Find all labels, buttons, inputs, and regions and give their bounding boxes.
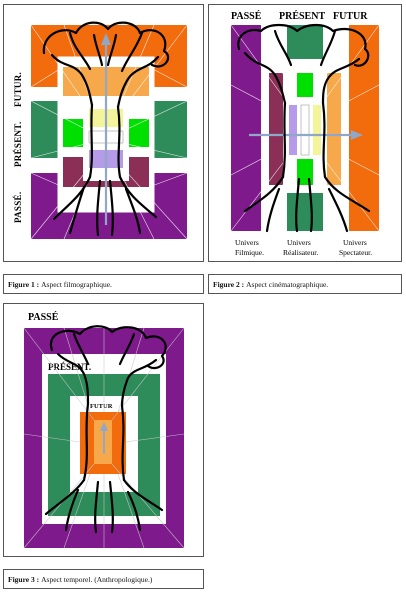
figure-1-caption-text: Aspect filmographique. (41, 279, 112, 289)
fig3-label-futur: FUTUR (90, 403, 113, 410)
figure-2-caption-number: Figure 2 : (213, 279, 245, 289)
figure-3-diagram: PASSÉ PRÉSENT. FUTUR (23, 311, 185, 549)
fig2-core-passe (289, 105, 297, 155)
fig2-tree-sketch (237, 23, 371, 233)
fig3-label-present: PRÉSENT. (48, 362, 91, 372)
figure-1-panel: PASSÉ. PRÉSENT. FUTUR. (3, 4, 204, 262)
fig2-label-present: PRÉSENT (279, 10, 325, 22)
figure-1-caption: Figure 1 : Aspect filmographique. (3, 274, 204, 294)
figure-3-caption: Figure 3 : Aspect temporel. (Anthropolog… (3, 569, 204, 589)
figure-2-caption-text: Aspect cinématographique. (246, 279, 329, 289)
figure-3-caption-text: Aspect temporel. (Anthropologique.) (41, 574, 153, 584)
fig2-column-futur-outer (349, 25, 379, 231)
fig3-time-arrow (100, 422, 108, 454)
fig3-perspective-lines (23, 327, 185, 549)
figure-1-diagram: PASSÉ. PRÉSENT. FUTUR. (13, 21, 188, 240)
fig3-tree-sketch (44, 325, 167, 534)
fig2-label-passe: PASSÉ (231, 10, 262, 22)
fig2-time-arrow (249, 130, 363, 140)
fig2-core-futur (313, 105, 321, 155)
fig2-column-futur-mid (327, 73, 341, 185)
fig3-label-passe: PASSÉ (28, 311, 59, 323)
fig2-universe-realisateur-line1: Univers (287, 238, 311, 247)
figure-1-caption-number: Figure 1 : (8, 279, 40, 289)
fig1-label-passe: PASSÉ. (13, 192, 23, 223)
fig2-core-present (300, 104, 310, 156)
fig2-universe-filmique-line1: Univers (235, 238, 259, 247)
fig1-label-futur: FUTUR. (13, 72, 23, 107)
fig2-universe-filmique-line2: Filmique. (235, 248, 264, 257)
fig1-tree-sketch (42, 21, 170, 237)
fig2-column-passe-outer (231, 25, 261, 231)
fig2-universe-spectateur-line2: Spectateur. (339, 248, 372, 257)
fig2-label-futur: FUTUR (333, 11, 368, 22)
fig2-column-passe-mid (269, 73, 283, 185)
fig1-time-arrow (101, 33, 111, 225)
figure-2-panel: PASSÉ PRÉSENT FUTUR (208, 4, 402, 262)
figure-3-caption-number: Figure 3 : (8, 574, 40, 584)
fig2-universe-spectateur-line1: Univers (343, 238, 367, 247)
figure-2-caption: Figure 2 : Aspect cinématographique. (208, 274, 402, 294)
figure-3-panel: PASSÉ PRÉSENT. FUTUR (3, 303, 204, 557)
fig1-perspective-lines (30, 24, 188, 240)
fig2-universe-realisateur-line2: Réalisateur. (283, 248, 318, 257)
figure-2-diagram: PASSÉ PRÉSENT FUTUR (230, 10, 380, 257)
fig1-label-present: PRÉSENT. (13, 122, 23, 168)
